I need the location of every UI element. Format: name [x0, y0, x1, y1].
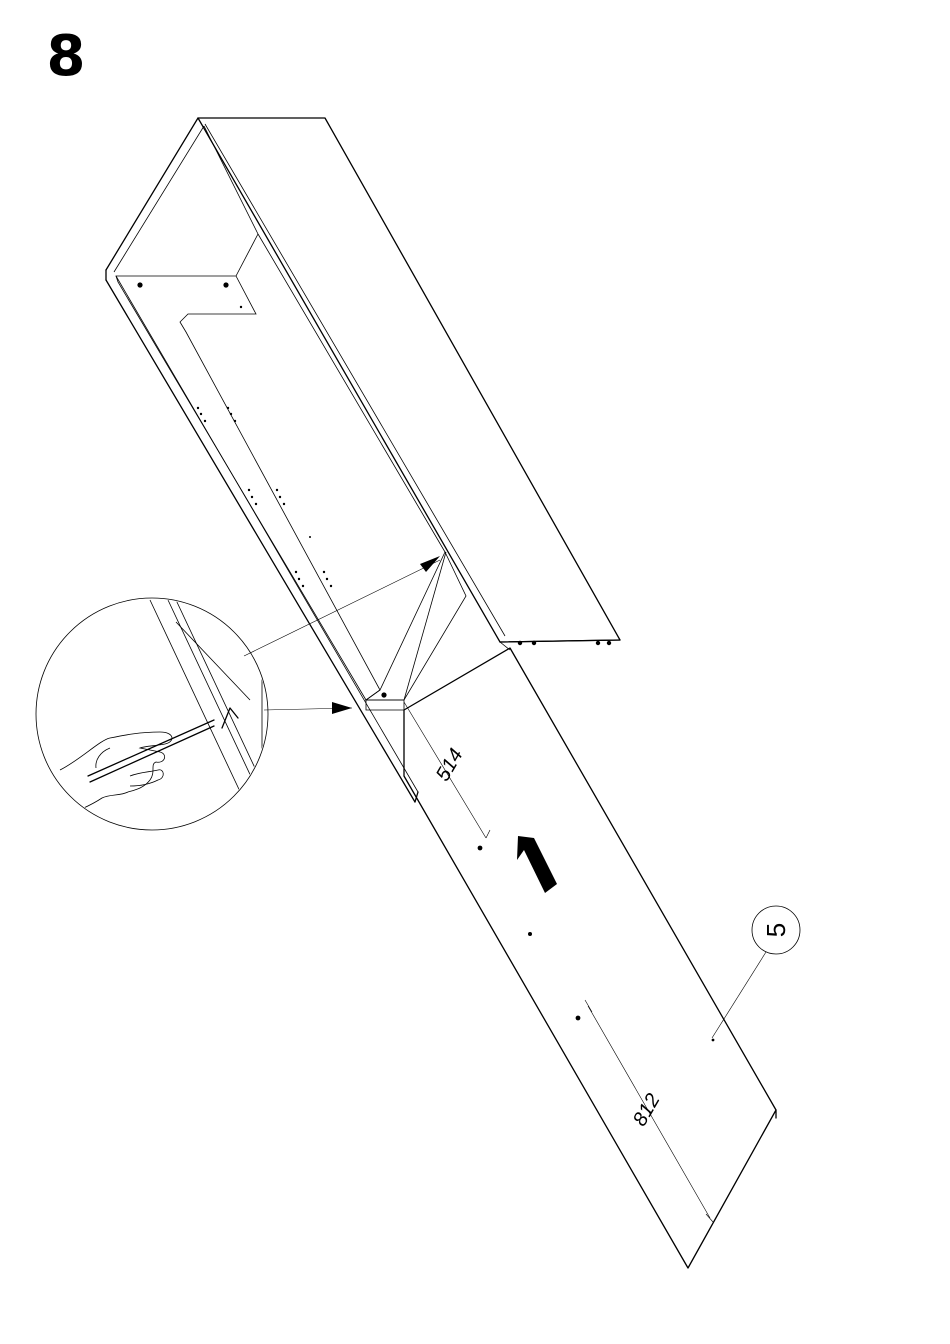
bottom-panel	[404, 648, 776, 1268]
top-panel	[198, 118, 620, 642]
part-callout-5: 5	[712, 906, 800, 1038]
bottom-panel-part-5	[404, 648, 776, 1268]
cabinet-body	[106, 118, 620, 802]
part-callout-label: 5	[761, 923, 791, 937]
push-direction-arrow-icon	[517, 836, 557, 893]
dimension-514: 514	[404, 702, 490, 838]
step-number-badge: 8	[47, 24, 86, 89]
hand-with-screwdriver-icon	[60, 720, 214, 818]
middle-partition	[366, 552, 466, 700]
dimension-label-812: 812	[629, 1090, 665, 1130]
dimension-label-514: 514	[432, 745, 468, 785]
step-number: 8	[47, 24, 86, 89]
end-partition	[116, 276, 380, 700]
hole-pattern	[197, 407, 332, 587]
detail-magnifier-circle	[36, 556, 440, 830]
dimension-812: 812	[585, 1000, 713, 1222]
